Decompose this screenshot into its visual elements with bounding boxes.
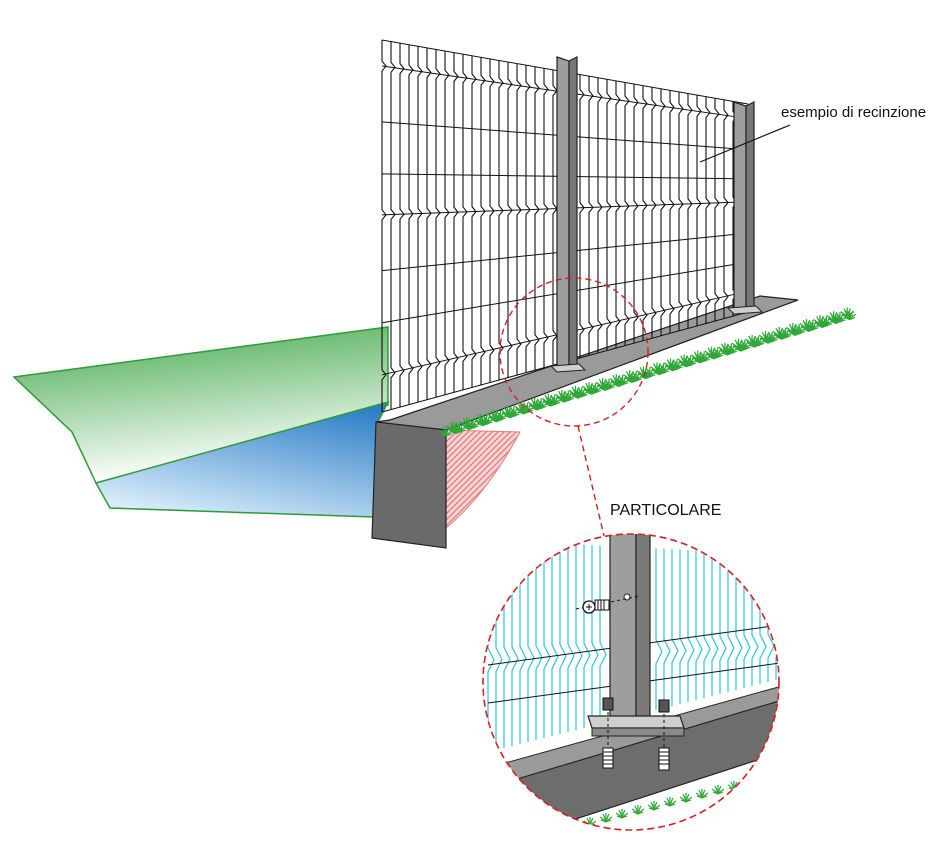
grass-tuft [459,417,474,428]
grass-tuft [840,307,855,318]
grass-tuft [710,347,725,358]
ground-section [445,429,521,530]
fence-leader-line [699,124,791,163]
detail-label: PARTICOLARE [610,502,721,519]
grass-tuft [588,382,603,394]
grass-tuft [452,422,467,433]
grass-tuft [695,789,709,799]
grass-tuft [759,773,773,783]
detail-post [609,534,651,731]
grass-tuft [679,793,693,803]
detail-view [482,533,780,831]
grass-tuft [724,343,739,354]
grass-tuft [711,785,725,795]
grass-tuft [631,805,645,815]
grass-tuft [670,359,684,370]
wire-mesh-fence [381,39,764,413]
anchor-bolt-left [602,697,614,769]
concrete-curb [371,295,799,549]
detail-callout-ring [499,277,649,537]
grass-strip [439,307,857,437]
grass-tuft [615,809,629,819]
grass-tuft [683,355,698,366]
grass-tuft [647,801,661,811]
base-plate [587,715,685,737]
anchor-bolt-right [658,699,670,771]
grass-tuft [663,797,677,807]
grass-tuft [765,331,779,343]
grass-tuft [534,398,548,410]
detail-grass [583,773,773,827]
grass-tuft [743,777,757,787]
grass-tuft [599,813,613,823]
fence-label: esempio di recinzione [781,104,926,121]
fixing-clip-screw [575,595,641,614]
